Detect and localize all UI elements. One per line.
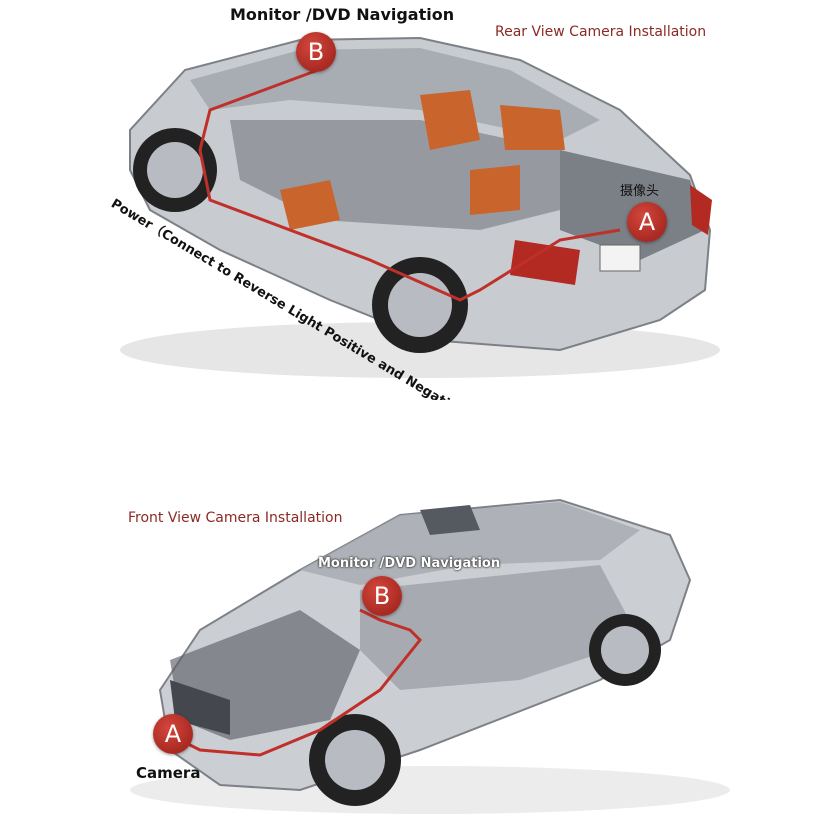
front-title: Front View Camera Installation — [128, 510, 343, 526]
rear-installation-panel: Monitor /DVD Navigation Rear View Camera… — [0, 0, 828, 427]
front-camera-label: Camera — [136, 764, 201, 782]
front-marker-b: B — [362, 576, 402, 616]
panel-divider — [0, 400, 828, 490]
rear-camera-label: 摄像头 — [620, 184, 660, 199]
front-installation-panel: Front View Camera Installation Monitor /… — [0, 490, 828, 828]
front-monitor-label: Monitor /DVD Navigation — [318, 556, 501, 571]
front-marker-a: A — [153, 714, 193, 754]
front-car-illustration — [130, 498, 730, 814]
rear-car-illustration — [120, 36, 720, 378]
rear-title: Rear View Camera Installation — [495, 24, 707, 40]
rear-monitor-label: Monitor /DVD Navigation — [230, 5, 455, 24]
rear-marker-b: B — [296, 32, 336, 72]
rear-marker-a: A — [627, 202, 667, 242]
